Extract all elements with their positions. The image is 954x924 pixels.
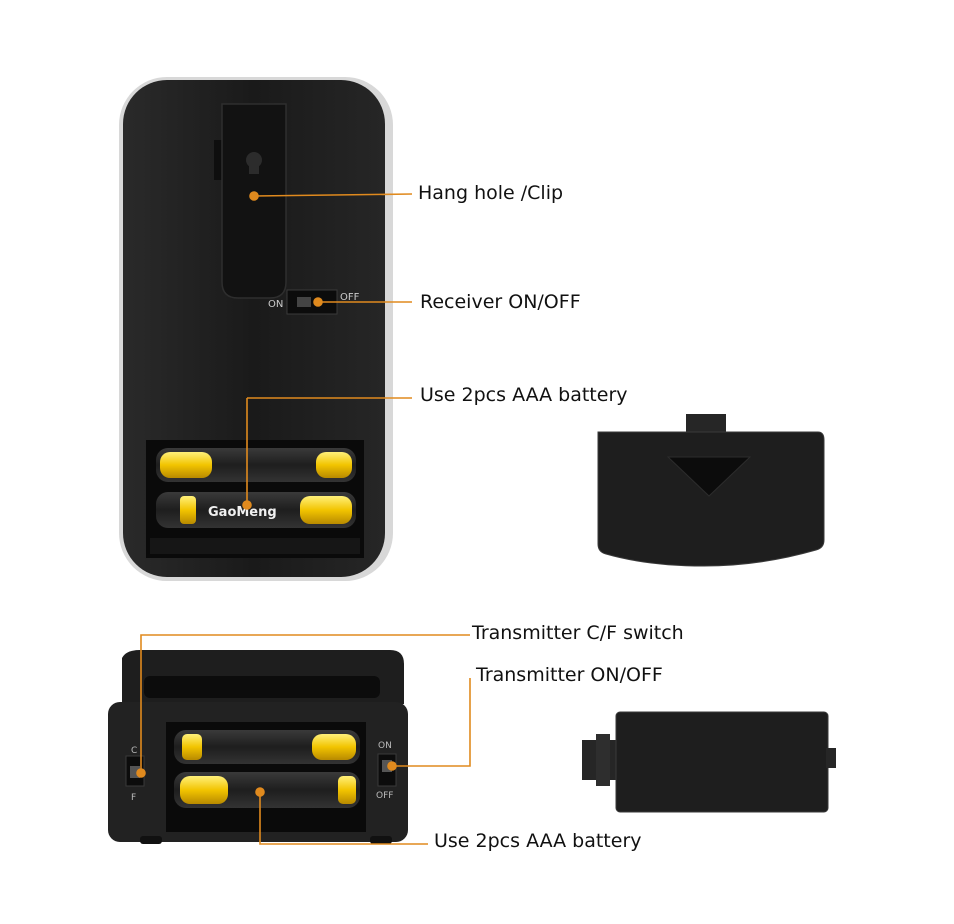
tx-c-text: C: [131, 746, 137, 756]
transmitter-battery-cover: [582, 711, 836, 813]
label-transmitter-switch: Transmitter ON/OFF: [476, 664, 663, 686]
receiver-off-text: OFF: [340, 292, 360, 303]
label-transmitter-cf: Transmitter C/F switch: [472, 622, 684, 644]
label-receiver-switch: Receiver ON/OFF: [420, 291, 581, 313]
label-receiver-battery: Use 2pcs AAA battery: [420, 384, 628, 406]
battery-brand-text: GaoMeng: [208, 505, 277, 520]
transmitter-device: C F ON OFF: [108, 650, 408, 844]
belt-clip: [221, 103, 287, 299]
leader-lines: [136, 191, 471, 845]
tx-off-text: OFF: [376, 791, 393, 801]
label-hang-hole: Hang hole /Clip: [418, 182, 564, 204]
receiver-device: ON OFF GaoMeng: [119, 77, 393, 581]
receiver-on-text: ON: [268, 299, 283, 310]
receiver-battery-compartment: GaoMeng: [146, 440, 364, 558]
receiver-battery-cover: [597, 414, 825, 567]
tx-f-text: F: [131, 793, 136, 803]
label-transmitter-battery: Use 2pcs AAA battery: [434, 830, 642, 852]
tx-on-text: ON: [378, 741, 392, 751]
